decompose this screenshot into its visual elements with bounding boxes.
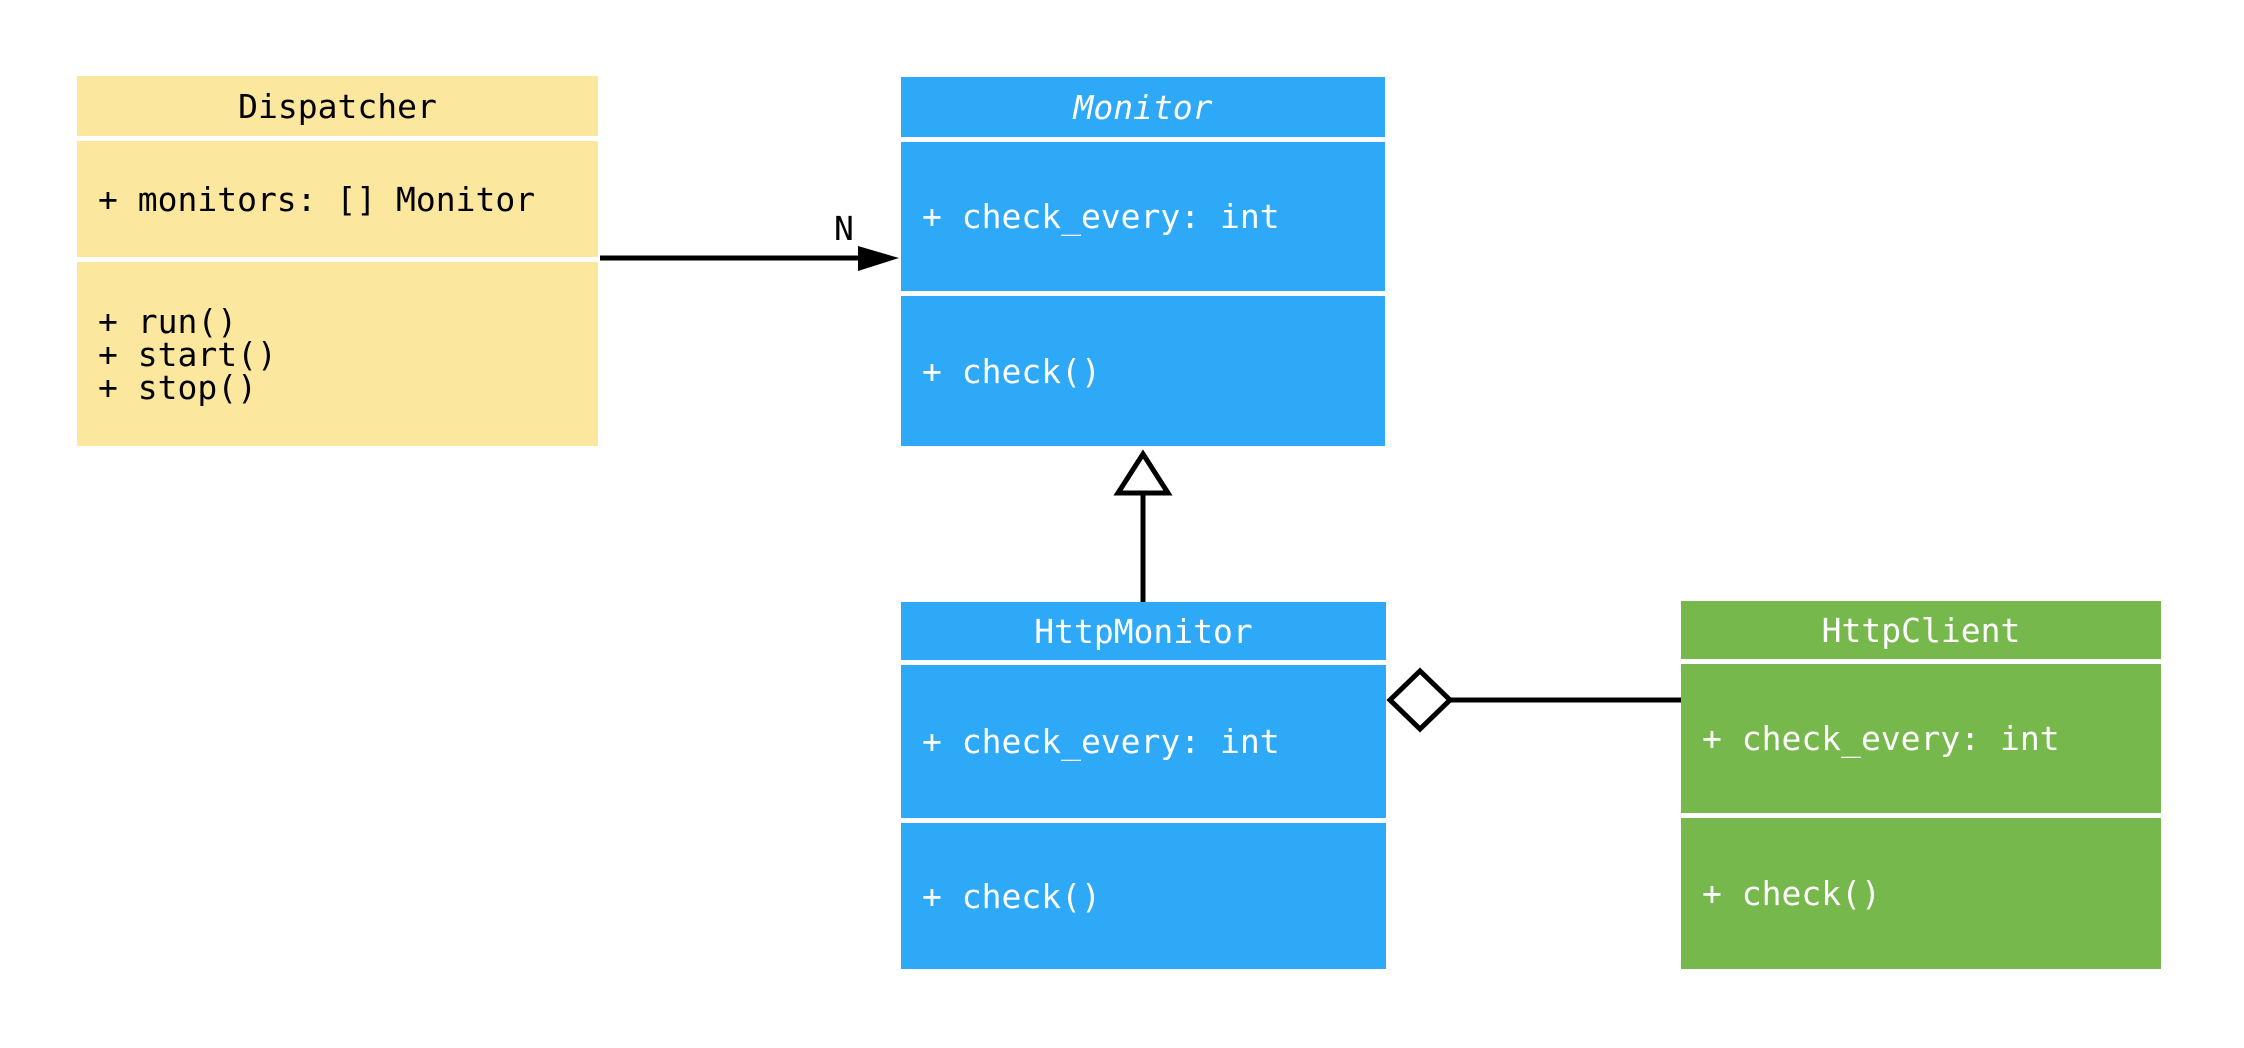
- class-methods: + check(): [1681, 818, 2161, 969]
- method-line: + check(): [922, 876, 1101, 916]
- class-title: HttpClient: [1681, 601, 2161, 659]
- method-line: + check(): [1702, 874, 1881, 913]
- method-line: + start(): [98, 334, 277, 374]
- hollow-triangle-icon: [1113, 449, 1173, 496]
- class-box-httpmonitor: HttpMonitor + check_every: int + check(): [901, 602, 1386, 969]
- class-methods: + check(): [901, 296, 1385, 446]
- method-line: + stop(): [98, 367, 257, 407]
- attribute-line: + check_every: int: [922, 197, 1280, 236]
- inheritance-httpmonitor-monitor-edge: [1113, 449, 1173, 602]
- class-attributes: + monitors: [] Monitor: [77, 141, 598, 257]
- aggregation-httpmonitor-httpclient-edge: [1386, 667, 1681, 733]
- attribute-line: + check_every: int: [922, 722, 1280, 761]
- method-line: + run(): [98, 301, 238, 341]
- class-attributes: + check_every: int: [1681, 664, 2161, 813]
- class-box-httpclient: HttpClient + check_every: int + check(): [1681, 601, 2161, 969]
- class-title: Dispatcher: [77, 76, 598, 136]
- class-box-monitor: Monitor + check_every: int + check(): [901, 77, 1385, 446]
- class-box-dispatcher: Dispatcher + monitors: [] Monitor + run(…: [77, 76, 598, 446]
- class-attributes: + check_every: int: [901, 665, 1386, 818]
- hollow-diamond-icon: [1386, 667, 1454, 733]
- class-title: HttpMonitor: [901, 602, 1386, 660]
- filled-arrowhead-icon: [858, 246, 899, 271]
- class-methods: + check(): [901, 823, 1386, 969]
- class-attributes: + check_every: int: [901, 142, 1385, 291]
- class-title: Monitor: [901, 77, 1385, 137]
- class-methods: + run() + start() + stop(): [77, 262, 598, 446]
- multiplicity-label: N: [834, 209, 854, 248]
- attribute-line: + monitors: [] Monitor: [98, 179, 536, 219]
- attribute-line: + check_every: int: [1702, 719, 2060, 758]
- method-line: + check(): [922, 351, 1101, 391]
- association-dispatcher-monitor-edge: [600, 246, 899, 271]
